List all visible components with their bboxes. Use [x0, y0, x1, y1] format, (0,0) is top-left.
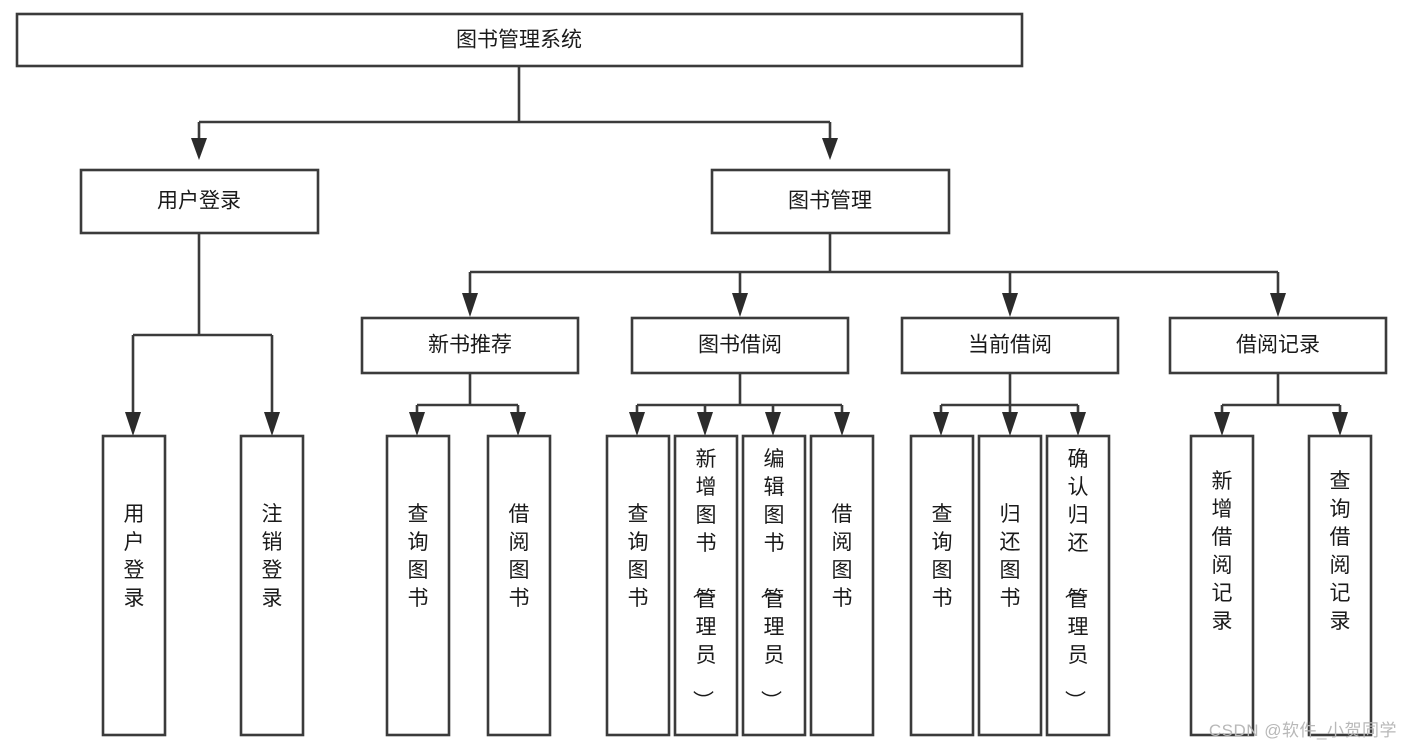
node-leaf-logout-label: 注销登录: [262, 503, 283, 610]
node-leaf-query-record-box[interactable]: [1307, 434, 1373, 737]
connector-group-user-login: [125, 233, 280, 436]
arrow-head-book-borrow: [732, 293, 748, 317]
arrow-head-leaf-query-book-3: [933, 412, 949, 436]
arrow-head-leaf-query-book-2: [629, 412, 645, 436]
node-leaf-query-record-label: 查询借阅记录: [1330, 470, 1351, 633]
node-new-book-rec[interactable]: 新书推荐: [360, 316, 580, 375]
node-borrow-record-label: 借阅记录: [1236, 334, 1320, 357]
node-leaf-add-record-box[interactable]: [1189, 434, 1255, 737]
node-new-book-rec-label: 新书推荐: [428, 334, 512, 357]
node-leaf-query-record[interactable]: 查询借阅记录: [1307, 434, 1373, 737]
arrow-head-leaf-borrow-book-2: [834, 412, 850, 436]
arrow-head-leaf-logout: [264, 412, 280, 436]
arrow-head-leaf-borrow-book-1: [510, 412, 526, 436]
node-leaf-query-book-3-label: 查询图书: [932, 503, 953, 610]
arrow-head-leaf-add-record: [1214, 412, 1230, 436]
connector-group-new-book-rec: [409, 373, 526, 436]
node-book-manage[interactable]: 图书管理: [710, 168, 951, 235]
node-root-box[interactable]: [15, 12, 1024, 68]
arrow-head-leaf-user-login: [125, 412, 141, 436]
node-leaf-add-record[interactable]: 新增借阅记录: [1189, 434, 1255, 737]
node-book-manage-box[interactable]: [710, 168, 951, 235]
node-leaf-borrow-book-1[interactable]: 借阅图书: [486, 434, 552, 737]
node-leaf-edit-book-label: 编辑图书（管理员）: [759, 448, 785, 711]
node-leaf-query-book-2-label: 查询图书: [628, 503, 649, 610]
node-leaf-query-book-2-box[interactable]: [605, 434, 671, 737]
node-current-borrow[interactable]: 当前借阅: [900, 316, 1120, 375]
arrow-head-new-book-rec: [462, 293, 478, 317]
node-leaf-borrow-book-1-label: 借阅图书: [509, 503, 530, 610]
node-borrow-record-box[interactable]: [1168, 316, 1388, 375]
connector-group-book-borrow: [629, 373, 850, 436]
arrow-head-current-borrow: [1002, 293, 1018, 317]
node-book-borrow[interactable]: 图书借阅: [630, 316, 850, 375]
node-leaf-query-book-1[interactable]: 查询图书: [385, 434, 451, 737]
node-leaf-query-book-2[interactable]: 查询图书: [605, 434, 671, 737]
node-leaf-add-record-label: 新增借阅记录: [1212, 470, 1233, 633]
node-leaf-add-book-box[interactable]: [673, 434, 739, 737]
node-leaf-user-login-box[interactable]: [101, 434, 167, 737]
node-leaf-confirm-return-label: 确认归还（管理员）: [1063, 448, 1089, 711]
node-leaf-query-book-3-box[interactable]: [909, 434, 975, 737]
arrow-head-leaf-edit-book: [765, 412, 781, 436]
node-root[interactable]: 图书管理系统: [15, 12, 1024, 68]
csdn-watermark: CSDN @软件_小贺同学: [1208, 721, 1397, 740]
node-root-label: 图书管理系统: [456, 29, 582, 52]
node-leaf-add-book-label: 新增图书（管理员）: [691, 448, 717, 711]
connector-group-current-borrow: [933, 373, 1086, 436]
node-current-borrow-label: 当前借阅: [968, 334, 1052, 357]
node-current-borrow-box[interactable]: [900, 316, 1120, 375]
node-leaf-borrow-book-1-box[interactable]: [486, 434, 552, 737]
connector-group-borrow-record: [1214, 373, 1348, 436]
node-leaf-logout-box[interactable]: [239, 434, 305, 737]
node-leaf-query-book-1-label: 查询图书: [408, 503, 429, 610]
node-user-login-label: 用户登录: [157, 190, 241, 213]
connector-group-book-manage: [462, 233, 1286, 317]
node-leaf-add-book[interactable]: 新增图书（管理员）: [673, 434, 739, 737]
node-leaf-borrow-book-2[interactable]: 借阅图书: [809, 434, 875, 737]
node-book-borrow-box[interactable]: [630, 316, 850, 375]
node-leaf-return-book-box[interactable]: [977, 434, 1043, 737]
node-leaf-return-book[interactable]: 归还图书: [977, 434, 1043, 737]
node-user-login[interactable]: 用户登录: [79, 168, 320, 235]
node-leaf-borrow-book-2-box[interactable]: [809, 434, 875, 737]
node-book-manage-label: 图书管理: [788, 190, 872, 213]
node-leaf-borrow-book-2-label: 借阅图书: [832, 503, 853, 610]
node-user-login-box[interactable]: [79, 168, 320, 235]
arrow-head-user-login: [191, 138, 207, 160]
node-leaf-logout[interactable]: 注销登录: [239, 434, 305, 737]
arrow-head-book-manage: [822, 138, 838, 160]
arrow-head-leaf-confirm-return: [1070, 412, 1086, 436]
node-leaf-user-login[interactable]: 用户登录: [101, 434, 167, 737]
arrow-head-leaf-query-record: [1332, 412, 1348, 436]
node-leaf-confirm-return-box[interactable]: [1045, 434, 1111, 737]
node-borrow-record[interactable]: 借阅记录: [1168, 316, 1388, 375]
node-new-book-rec-box[interactable]: [360, 316, 580, 375]
node-leaf-query-book-1-box[interactable]: [385, 434, 451, 737]
arrow-head-leaf-return-book: [1002, 412, 1018, 436]
node-book-borrow-label: 图书借阅: [698, 334, 782, 357]
node-leaf-edit-book-box[interactable]: [741, 434, 807, 737]
node-leaf-edit-book[interactable]: 编辑图书（管理员）: [741, 434, 807, 737]
node-leaf-query-book-3[interactable]: 查询图书: [909, 434, 975, 737]
arrow-head-leaf-query-book-1: [409, 412, 425, 436]
arrow-head-leaf-add-book: [697, 412, 713, 436]
arrow-head-borrow-record: [1270, 293, 1286, 317]
connector-group-root: [191, 66, 838, 160]
node-leaf-return-book-label: 归还图书: [1000, 503, 1021, 610]
node-leaf-user-login-label: 用户登录: [124, 503, 145, 610]
node-leaf-confirm-return[interactable]: 确认归还（管理员）: [1045, 434, 1111, 737]
